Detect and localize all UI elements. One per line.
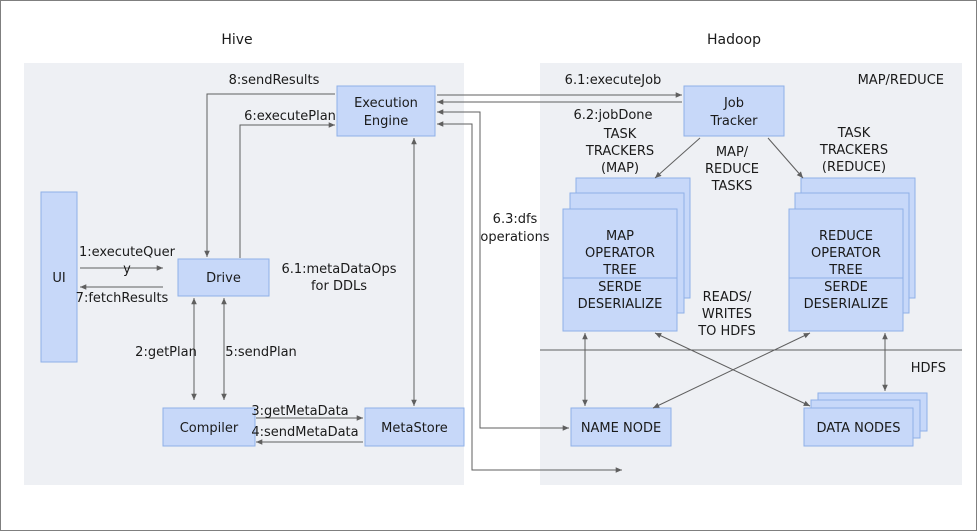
execute-job-label: 6.1:executeJob — [565, 73, 662, 88]
svg-text:(REDUCE): (REDUCE) — [822, 160, 886, 175]
metastore-node[interactable]: MetaStore — [364, 407, 465, 447]
get-meta-data-label: 3:getMetaData — [251, 404, 348, 419]
svg-text:READS/: READS/ — [703, 290, 752, 305]
svg-text:TASKS: TASKS — [711, 179, 753, 194]
reduce-to-name-node-arrow — [652, 332, 811, 409]
execute-query-label-line2: y — [123, 262, 131, 277]
map-task-tracker-stack[interactable]: MAP OPERATOR TREE SERDE DESERIALIZE — [562, 177, 691, 332]
reduce-operator-tree-line1: REDUCE — [819, 229, 873, 244]
mapreduce-heading: MAP/REDUCE — [858, 73, 944, 88]
job-done-label: 6.2:jobDone — [573, 108, 652, 123]
compiler-node[interactable]: Compiler — [162, 407, 256, 447]
svg-text:TO HDFS: TO HDFS — [697, 324, 756, 339]
data-nodes-front — [803, 407, 914, 447]
map-serde-line1: SERDE — [598, 280, 642, 295]
reduce-serde-line1: SERDE — [824, 280, 868, 295]
name-node-label: NAME NODE — [581, 421, 661, 436]
send-meta-data-label: 4:sendMetaData — [251, 425, 358, 440]
send-results-label: 8:sendResults — [229, 73, 320, 88]
execute-plan-label: 6:executePlan — [244, 109, 336, 124]
svg-text:(MAP): (MAP) — [601, 161, 639, 176]
get-plan-label: 2:getPlan — [135, 345, 197, 360]
svg-text:MAP/: MAP/ — [716, 145, 749, 160]
job-tracker-node[interactable]: Job Tracker — [683, 85, 785, 137]
reduce-operator-tree-line3: TREE — [828, 263, 862, 278]
execution-engine-label-line2: Engine — [364, 114, 409, 129]
job-tracker-to-reduce-arrow — [767, 137, 804, 179]
reduce-stack-front — [788, 208, 904, 332]
svg-text:TRACKERS: TRACKERS — [585, 144, 654, 159]
map-reduce-tasks-annotation: MAP/ REDUCE TASKS — [705, 145, 759, 194]
compiler-label: Compiler — [180, 421, 239, 436]
svg-text:TASK: TASK — [837, 126, 871, 141]
execution-engine-label-line1: Execution — [354, 96, 418, 111]
hdfs-heading: HDFS — [911, 361, 946, 376]
svg-text:TRACKERS: TRACKERS — [819, 143, 888, 158]
reduce-task-tracker-stack[interactable]: REDUCE OPERATOR TREE SERDE DESERIALIZE — [788, 177, 916, 332]
map-operator-tree-line1: MAP — [606, 229, 634, 244]
ui-label: UI — [52, 271, 65, 286]
data-nodes-label: DATA NODES — [816, 421, 900, 436]
drive-node[interactable]: Drive — [177, 258, 270, 297]
send-plan-label: 5:sendPlan — [225, 345, 297, 360]
meta-data-ops-label-line2: for DDLs — [311, 279, 367, 294]
fetch-results-label: 7:fetchResults — [76, 291, 169, 306]
send-results-arrow — [204, 93, 335, 257]
hive-heading: Hive — [221, 32, 252, 48]
map-operator-tree-line2: OPERATOR — [585, 246, 655, 261]
map-serde-line2: DESERIALIZE — [578, 297, 663, 312]
dfs-operations-label-line2: operations — [480, 230, 549, 245]
ui-node[interactable]: UI — [40, 191, 78, 363]
meta-data-ops-label-line1: 6.1:metaDataOps — [281, 262, 396, 277]
job-tracker-label-line2: Tracker — [710, 114, 759, 129]
reduce-operator-tree-line2: OPERATOR — [811, 246, 881, 261]
svg-text:REDUCE: REDUCE — [705, 162, 759, 177]
hadoop-heading: Hadoop — [707, 32, 761, 48]
task-trackers-reduce-annotation: TASK TRACKERS (REDUCE) — [819, 126, 888, 175]
name-node[interactable]: NAME NODE — [570, 407, 672, 447]
execution-engine-node[interactable]: Execution Engine — [336, 85, 436, 137]
drive-label: Drive — [206, 271, 241, 286]
job-tracker-to-map-arrow — [654, 137, 701, 179]
svg-text:TASK: TASK — [603, 127, 637, 142]
execute-query-label-line1: 1:executeQuer — [79, 245, 176, 260]
job-tracker-label-line1: Job — [723, 96, 744, 111]
dfs-operations-data-arrow — [437, 121, 622, 473]
dfs-operations-label-line1: 6.3:dfs — [493, 212, 538, 227]
execute-plan-arrow — [239, 122, 335, 258]
reduce-serde-line2: DESERIALIZE — [804, 297, 889, 312]
data-nodes-stack[interactable]: DATA NODES — [803, 392, 928, 447]
svg-text:WRITES: WRITES — [702, 307, 752, 322]
reads-writes-hdfs-annotation: READS/ WRITES TO HDFS — [697, 290, 756, 339]
map-operator-tree-line3: TREE — [602, 263, 636, 278]
metastore-label: MetaStore — [381, 421, 448, 436]
